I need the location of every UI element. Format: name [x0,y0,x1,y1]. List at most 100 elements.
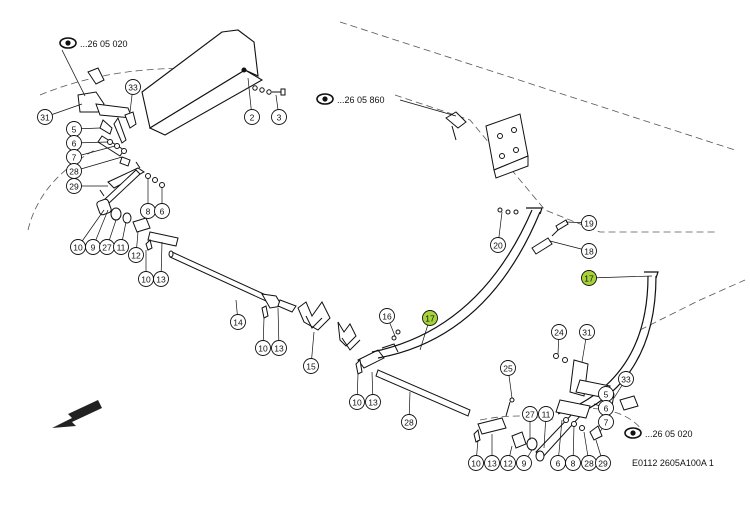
leader-c28a [73,156,123,172]
callout-9: 9 [516,455,532,471]
callout-circle [128,247,144,263]
ref-bottom-right: ...26 05 020 [624,427,693,439]
callout-circle [565,455,581,471]
callout-circle [365,394,381,410]
callout-20: 20 [490,237,506,253]
callout-number: 20 [493,241,503,251]
callout-number: 6 [72,139,77,149]
callout-6: 6 [66,135,82,151]
callout-number: 11 [117,243,126,253]
callout-number: 29 [598,459,608,469]
callout-number: 6 [604,404,609,414]
direction-arrow [52,400,102,428]
callout-28: 28 [66,163,82,179]
callout-circle [125,79,141,95]
ref-top-center: ...26 05 860 [316,93,457,117]
callout-number: 8 [146,207,151,217]
callout-circle [618,371,634,387]
rod-14 [168,250,297,319]
callout-circle [422,310,438,326]
drawing-code: E0112 2605A100A 1 [632,458,714,468]
callout-12: 12 [500,455,516,471]
callout-number: 16 [382,312,392,322]
callout-number: 5 [604,390,609,400]
callout-13: 13 [271,340,287,356]
callout-circle [401,414,417,430]
callout-number: 29 [69,182,79,192]
callout-number: 27 [525,410,535,420]
callout-number: 13 [487,459,497,469]
callout-25: 25 [500,360,516,376]
callout-number: 14 [233,318,243,328]
callout-number: 5 [72,125,77,135]
callout-number: 7 [604,418,609,428]
callout-circle [500,455,516,471]
callout-28: 28 [401,414,417,430]
callout-circle [230,314,246,330]
callout-12: 12 [128,247,144,263]
hydraulic-block [445,111,529,179]
callout-6: 6 [154,203,170,219]
callout-number: 12 [503,459,513,469]
callout-31: 31 [37,109,53,125]
callout-6: 6 [550,455,566,471]
callout-circle [581,270,597,286]
callout-number: 12 [131,251,141,261]
callout-10: 10 [70,239,86,255]
right-bottom-assembly [473,353,639,462]
callout-31: 31 [579,324,595,340]
bolt-2-3 [252,85,286,96]
callout-number: 15 [306,362,316,372]
callout-29: 29 [66,178,82,194]
callout-circle [244,109,260,125]
callout-circle [255,340,271,356]
callout-13: 13 [484,455,500,471]
callout-number: 28 [69,167,79,177]
svg-text:...26 05 020: ...26 05 020 [80,39,128,49]
callout-number: 10 [352,398,362,408]
callout-circle [153,271,169,287]
callout-19: 19 [581,215,597,231]
callout-number: 8 [571,459,576,469]
ref-top-left: ...26 05 020 [59,37,128,97]
svg-text:...26 05 020: ...26 05 020 [645,429,693,439]
callout-number: 9 [522,459,527,469]
callout-circle [551,324,567,340]
callout-28: 28 [581,455,597,471]
callout-7: 7 [598,414,614,430]
pin-18-19-20 [497,207,569,255]
callout-24: 24 [551,324,567,340]
callout-27: 27 [99,239,115,255]
spring-15 [297,301,361,351]
callout-10: 10 [138,271,154,287]
callout-number: 25 [503,364,513,374]
callout-29: 29 [595,455,611,471]
callout-number: 9 [91,243,96,253]
callout-number: 24 [554,328,564,338]
callout-33: 33 [618,371,634,387]
rod-28 [355,329,471,417]
callout-18: 18 [581,243,597,259]
callout-circle [66,178,82,194]
callout-13: 13 [365,394,381,410]
callout-number: 2 [250,113,255,123]
callout-number: 13 [156,275,166,285]
callout-number: 7 [72,153,77,163]
callout-circle [154,203,170,219]
callout-number: 27 [102,243,112,253]
callout-number: 10 [73,243,83,253]
callout-5: 5 [66,121,82,137]
callout-8: 8 [140,203,156,219]
callout-27: 27 [522,406,538,422]
callout-circle [113,239,129,255]
callout-circle [538,406,554,422]
callout-14: 14 [230,314,246,330]
callout-10: 10 [349,394,365,410]
callout-circle [581,215,597,231]
callout-33: 33 [125,79,141,95]
callout-circle [522,406,538,422]
callout-number: 11 [542,410,551,420]
callout-circle [271,109,287,125]
